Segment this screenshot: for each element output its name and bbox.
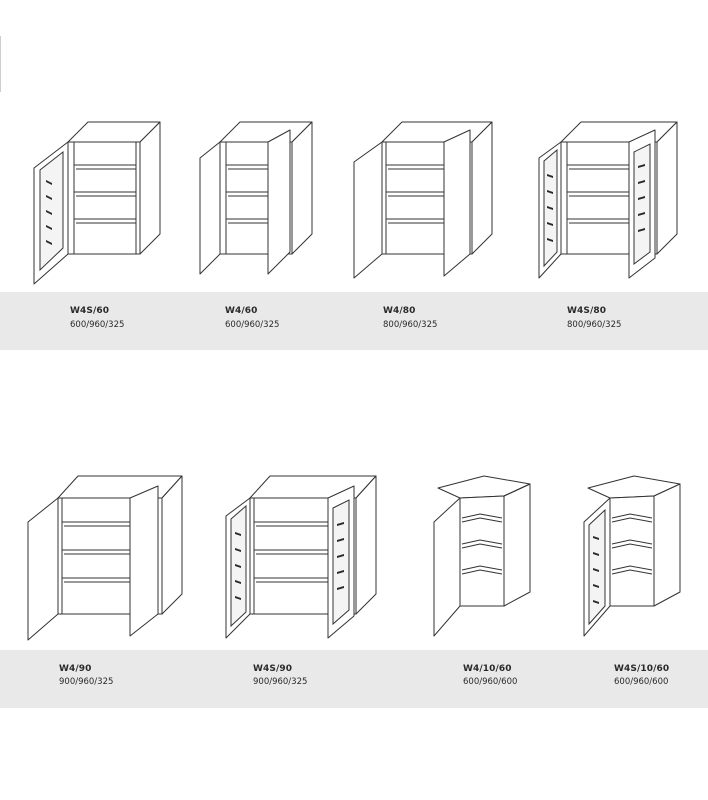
cabinet-drawing-w4s-10-60 <box>580 474 685 642</box>
product-dimensions-w4-10-60: 600/960/600 <box>463 677 518 687</box>
product-code-w4-80: W4/80 <box>383 306 416 316</box>
label-band-row-2 <box>0 650 708 708</box>
product-code-w4-60: W4/60 <box>225 306 258 316</box>
product-dimensions-w4s-80: 800/960/325 <box>567 320 622 330</box>
cabinet-drawing-w4s-90 <box>222 474 387 642</box>
label-band-row-1 <box>0 292 708 350</box>
cabinet-drawing-w4-90 <box>24 474 189 642</box>
product-dimensions-w4-90: 900/960/325 <box>59 677 114 687</box>
product-code-w4s-10-60: W4S/10/60 <box>614 664 670 674</box>
cabinet-drawing-w4-80 <box>350 118 500 280</box>
product-dimensions-w4s-10-60: 600/960/600 <box>614 677 669 687</box>
product-code-w4-10-60: W4/10/60 <box>463 664 512 674</box>
cabinet-drawing-w4s-80 <box>535 118 685 280</box>
product-code-w4s-90: W4S/90 <box>253 664 293 674</box>
page-edge-mark <box>0 36 1 92</box>
product-code-w4s-60: W4S/60 <box>70 306 110 316</box>
product-dimensions-w4-80: 800/960/325 <box>383 320 438 330</box>
product-dimensions-w4s-60: 600/960/325 <box>70 320 125 330</box>
cabinet-drawing-w4-60 <box>194 118 324 280</box>
cabinet-drawing-w4s-60 <box>30 118 165 290</box>
product-code-w4s-80: W4S/80 <box>567 306 607 316</box>
product-code-w4-90: W4/90 <box>59 664 92 674</box>
cabinet-drawing-w4-10-60 <box>430 474 535 642</box>
product-dimensions-w4-60: 600/960/325 <box>225 320 280 330</box>
product-dimensions-w4s-90: 900/960/325 <box>253 677 308 687</box>
